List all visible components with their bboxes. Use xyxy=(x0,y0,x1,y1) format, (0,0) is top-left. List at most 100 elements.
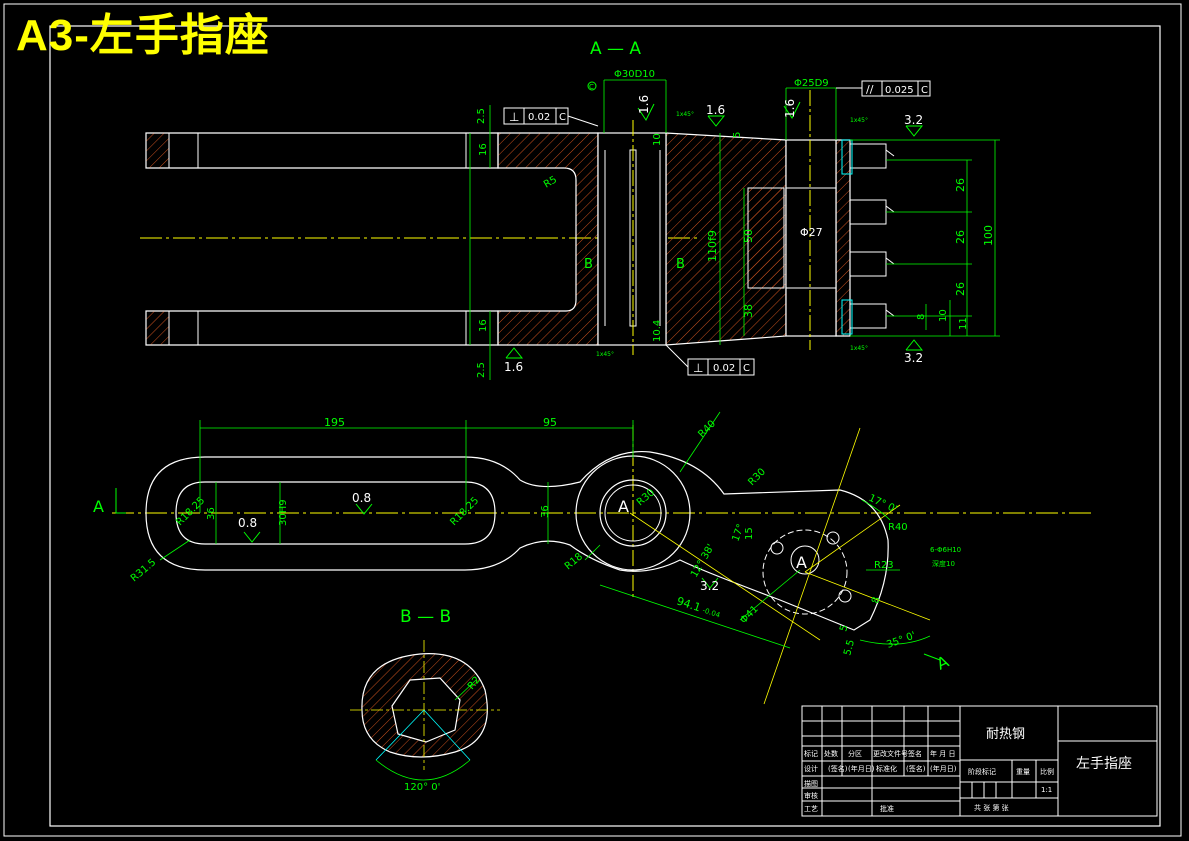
body-hatch-4 xyxy=(747,187,785,289)
lower-arm xyxy=(145,310,499,346)
dim-100: 100 xyxy=(982,225,995,246)
dim-26a: 26 xyxy=(954,178,967,192)
roughness-plan-2: 0.8 xyxy=(352,491,371,505)
dim-16b: 16 xyxy=(478,319,489,332)
roughness-4: 1.6 xyxy=(504,360,523,374)
section-a-arrow-right xyxy=(923,653,941,661)
dim-30h9: 30H9 xyxy=(278,499,289,526)
bb-angle-arc xyxy=(375,759,471,781)
dim-10: 10 xyxy=(652,133,663,146)
hole-3 xyxy=(838,589,852,603)
tb-design-date: (年月日) xyxy=(848,764,875,773)
dim-phi27: Φ27 xyxy=(800,226,823,239)
sheet-title: A3-左手指座 xyxy=(16,11,270,60)
dim-36: 36 xyxy=(206,507,217,520)
tb-h-count: 处数 xyxy=(824,749,838,758)
hub-inner xyxy=(599,479,667,547)
tol-top-value: 0.02 xyxy=(528,112,550,123)
slot xyxy=(175,481,496,545)
roughness-3: 1.6 xyxy=(783,99,797,118)
tol-bottom-value: 0.02 xyxy=(713,363,735,374)
tol-par-value: 0.025 xyxy=(885,85,914,96)
tb-std-date: (年月日) xyxy=(930,764,957,773)
dim-15: 15 xyxy=(744,527,755,540)
tb-design: 设计 xyxy=(804,764,818,773)
tolerance-parallel: // 0.025 C xyxy=(836,80,931,97)
tb-part-name: 左手指座 xyxy=(1076,756,1132,772)
dim-phi25: Φ25D9 xyxy=(794,78,829,89)
lower-arm-end-hatch xyxy=(145,310,170,346)
tb-scale: 比例 xyxy=(1040,767,1054,776)
bb-angle-line-2 xyxy=(423,709,471,761)
dim-50: 50 xyxy=(742,229,755,243)
bb-angle: 120° 0' xyxy=(404,782,440,793)
tb-h-date: 年 月 日 xyxy=(930,749,955,758)
tb-process: 工艺 xyxy=(804,805,818,813)
section-a-arrow-left xyxy=(115,488,126,514)
roughness-plan-1: 0.8 xyxy=(238,516,257,530)
bb-angle-line-1 xyxy=(375,709,425,761)
dim-phi41: Φ41 xyxy=(738,604,760,626)
roughness-5: 3.2 xyxy=(904,113,923,127)
tolerance-bottom: ⊥ 0.02 C xyxy=(665,344,755,376)
tb-scale-value: 1:1 xyxy=(1041,786,1052,794)
label-b-left: B xyxy=(584,257,593,272)
tol-bottom-symbol: ⊥ xyxy=(693,361,703,375)
dim-11: 11 xyxy=(958,317,969,330)
dim-26c: 26 xyxy=(954,282,967,296)
dim-5: 5 xyxy=(732,132,743,138)
label-b-right: B xyxy=(676,257,685,272)
tb-h-sign: 签名 xyxy=(908,749,922,758)
upper-arm xyxy=(145,132,499,169)
roughness-6: 3.2 xyxy=(904,351,923,365)
tb-design-sign: (签名) xyxy=(828,764,848,773)
dim-r30b: R30 xyxy=(746,466,768,488)
dim-10-4: 10.4 xyxy=(652,320,663,342)
dim-phi30: Φ30D10 xyxy=(614,69,655,80)
dim-38: 38 xyxy=(742,304,755,318)
dim-r30: R30 xyxy=(635,487,657,508)
bore-phi30 xyxy=(597,132,667,346)
dim-holes-depth: 深度10 xyxy=(932,559,955,568)
dim-8: 8 xyxy=(870,596,882,605)
title-block xyxy=(801,705,1158,817)
tb-material: 耐热钢 xyxy=(986,727,1025,742)
tol-par-datum: C xyxy=(921,85,928,96)
tol-par-symbol: // xyxy=(866,83,874,96)
dim-r5: R5 xyxy=(542,174,559,190)
roughness-2: 1.6 xyxy=(706,103,725,117)
dim-8: 8 xyxy=(916,314,927,320)
chamfer-2: 1x45° xyxy=(850,117,868,124)
dim-holes: 6-Φ6H10 xyxy=(930,546,961,554)
roughness-plan-3: 3.2 xyxy=(700,579,719,593)
hub-inner2 xyxy=(604,484,662,542)
datum-c: C xyxy=(587,81,597,91)
dim-2-5a: 2.5 xyxy=(476,108,487,124)
dim-r31-5: R31.5 xyxy=(129,557,158,584)
dim-95: 95 xyxy=(543,416,557,429)
dim-17deg: 17° 0' xyxy=(867,493,899,516)
chamfer-3: 1x45° xyxy=(850,345,868,352)
upper-arm-end-hatch xyxy=(145,132,170,169)
tb-h-doc: 更改文件号 xyxy=(873,749,908,758)
section-a-marker-left: A xyxy=(93,497,104,516)
pins xyxy=(841,139,895,335)
roughness-1: 1.6 xyxy=(637,95,651,114)
dim-16a: 16 xyxy=(478,143,489,156)
plan-construction xyxy=(629,427,931,705)
dim-r18-25b: R18.25 xyxy=(448,495,481,528)
dim-195: 195 xyxy=(324,416,345,429)
tb-stage: 阶段标记 xyxy=(968,767,996,776)
dim-r40b: R40 xyxy=(888,522,908,533)
tb-weight: 重量 xyxy=(1016,768,1030,776)
tol-top-datum: C xyxy=(559,112,566,123)
dim-26b: 26 xyxy=(954,230,967,244)
aa-dim-lines xyxy=(469,79,1000,380)
dim-2-5b: 2.5 xyxy=(476,362,487,378)
section-bb-view: B — B 120° 0' R2 xyxy=(350,607,500,793)
body-hatch-3 xyxy=(835,139,851,337)
small-hub xyxy=(762,529,848,615)
body-hatch xyxy=(497,132,599,346)
datum-c-label: C xyxy=(589,83,594,91)
